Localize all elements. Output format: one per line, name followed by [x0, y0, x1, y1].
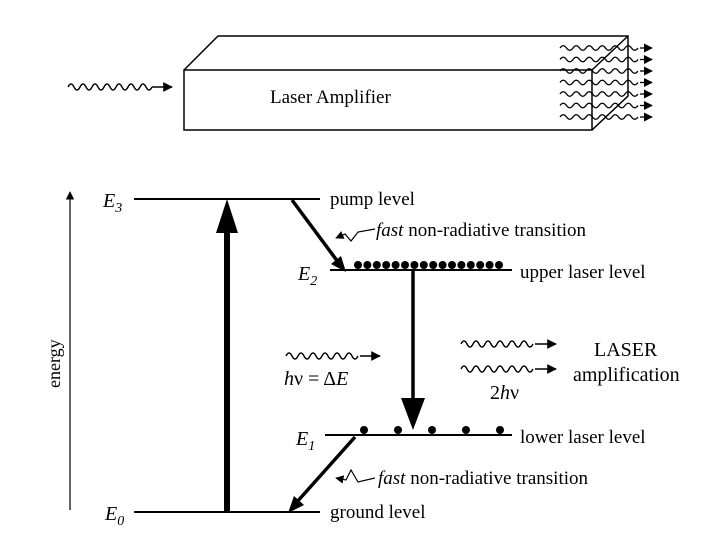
- population-dot: [496, 426, 504, 434]
- population-dot: [462, 426, 470, 434]
- incident-photon-wave: [285, 351, 381, 361]
- fast-transition-lower-pointer: [335, 468, 376, 484]
- output-photon-waves: [559, 43, 653, 122]
- upper-level-population: [354, 261, 503, 269]
- output-photon-wave: [559, 45, 639, 51]
- fast-transition-lower-arrow: [288, 435, 357, 513]
- population-dot: [372, 261, 381, 269]
- output-photon-wave: [559, 91, 639, 97]
- upper-laser-level-label: upper laser level: [520, 262, 646, 283]
- pump-arrow: [216, 199, 238, 512]
- population-dot: [382, 261, 391, 269]
- laser-amplifier-box: [183, 35, 629, 131]
- output-photon-wave: [559, 114, 639, 120]
- laser-label: LASER: [594, 339, 658, 361]
- laser-transition-arrow: [401, 270, 425, 430]
- population-dot: [429, 261, 438, 269]
- population-dot: [428, 426, 436, 434]
- output-photon-wave: [559, 79, 639, 86]
- e1-label: E1: [295, 428, 315, 454]
- output-photon-wave: [559, 68, 639, 74]
- energy-axis-label: energy: [44, 339, 64, 388]
- population-dot: [394, 426, 402, 434]
- population-dot: [448, 261, 456, 269]
- lower-laser-level-label: lower laser level: [520, 427, 646, 448]
- population-dot: [363, 261, 372, 269]
- population-dot: [401, 261, 409, 269]
- population-dot: [457, 261, 466, 269]
- population-dot: [391, 261, 400, 269]
- amplification-label: amplification: [573, 364, 680, 386]
- ground-level-label: ground level: [330, 502, 426, 523]
- stimulated-photon-waves: [460, 339, 557, 374]
- population-dot: [410, 261, 419, 269]
- two-photon-label: 2hν: [490, 382, 519, 404]
- population-dot: [419, 261, 428, 269]
- pump-level-label: pump level: [330, 189, 415, 210]
- output-photon-wave: [559, 56, 639, 63]
- population-dot: [495, 261, 503, 269]
- fast-transition-lower-label: fast non-radiative transition: [378, 468, 589, 489]
- fast-transition-upper-label: fast non-radiative transition: [376, 220, 587, 241]
- population-dot: [354, 261, 362, 269]
- output-photon-wave: [559, 102, 639, 109]
- fast-transition-upper-pointer: [335, 228, 376, 242]
- input-photon-wave: [67, 82, 173, 92]
- population-dot: [466, 261, 475, 269]
- lower-level-population: [360, 426, 504, 434]
- amplifier-label: Laser Amplifier: [270, 87, 391, 108]
- fast-transition-upper-arrow: [290, 198, 346, 272]
- photon-energy-label: hν = ΔE: [284, 368, 348, 390]
- e3-label: E3: [102, 190, 122, 216]
- population-dot: [438, 261, 447, 269]
- population-dot: [476, 261, 485, 269]
- e0-label: E0: [104, 503, 124, 529]
- e2-label: E2: [297, 263, 317, 289]
- population-dot: [360, 426, 368, 434]
- population-dot: [485, 261, 494, 269]
